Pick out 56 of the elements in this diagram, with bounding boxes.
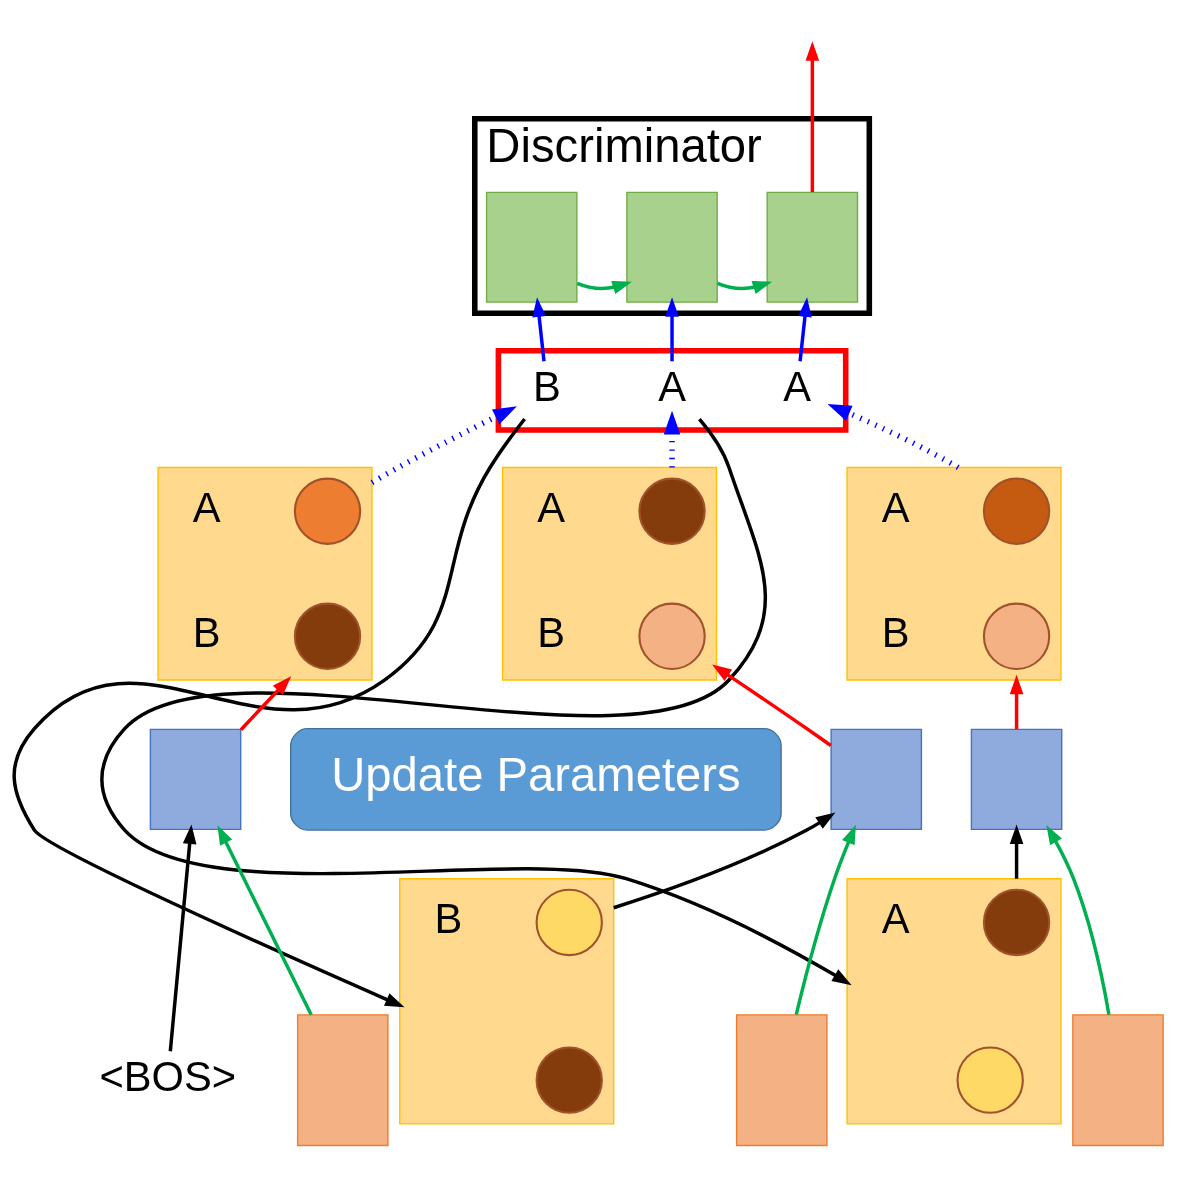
cluster: [846, 878, 1062, 1125]
node-label: B: [881, 608, 910, 656]
node-box: [830, 728, 923, 831]
arrow: [798, 297, 812, 362]
arrow: [217, 825, 313, 1016]
node-circle: [982, 602, 1051, 670]
arrow: [532, 297, 546, 362]
arrow: [239, 676, 292, 731]
arrow: [827, 404, 960, 470]
cluster: [157, 466, 373, 681]
node-label: B: [537, 608, 566, 656]
node-circle: [293, 477, 362, 545]
node-circle: [638, 602, 706, 670]
arrow: [370, 406, 517, 486]
arrow: [805, 41, 820, 192]
node-label: B: [434, 894, 463, 942]
arrow: [100, 417, 852, 986]
node-label: A: [192, 483, 221, 531]
node-box: [149, 728, 242, 831]
node-box: [1072, 1014, 1164, 1147]
arrow: [168, 824, 197, 1052]
node-circle: [956, 1046, 1024, 1114]
node-circle: [535, 888, 603, 957]
node-label: B: [192, 608, 221, 656]
arrow: [1009, 824, 1024, 879]
node-circle: [982, 477, 1051, 545]
node-label: A: [537, 483, 566, 531]
node-box: [970, 728, 1063, 831]
node-box: [485, 191, 578, 303]
node-label: A: [881, 894, 910, 942]
arrow: [663, 410, 681, 468]
arrow: [716, 281, 773, 295]
node-text: A: [783, 362, 811, 410]
arrow: [576, 281, 632, 295]
node-circle: [535, 1046, 603, 1114]
arrow: [665, 297, 679, 362]
node-box: [296, 1014, 389, 1147]
node-circle: [293, 602, 362, 670]
node-box: Update Parameters: [290, 727, 782, 831]
arrow: [1009, 674, 1024, 730]
node-box: [735, 1014, 828, 1147]
node-text: A: [658, 362, 686, 410]
node-box: [766, 191, 859, 303]
cluster: [399, 878, 615, 1125]
node-circle: [982, 888, 1051, 957]
node-text: B: [533, 362, 561, 410]
node-text: <BOS>: [99, 1052, 237, 1100]
arrow: [613, 812, 836, 910]
node-box: [626, 191, 718, 303]
cluster: [501, 466, 718, 681]
arrow: [712, 664, 832, 747]
cluster: [846, 466, 1062, 681]
node-circle: [638, 477, 706, 545]
arrow: [1046, 825, 1111, 1015]
arrow: [794, 824, 856, 1015]
node-label: A: [881, 483, 910, 531]
